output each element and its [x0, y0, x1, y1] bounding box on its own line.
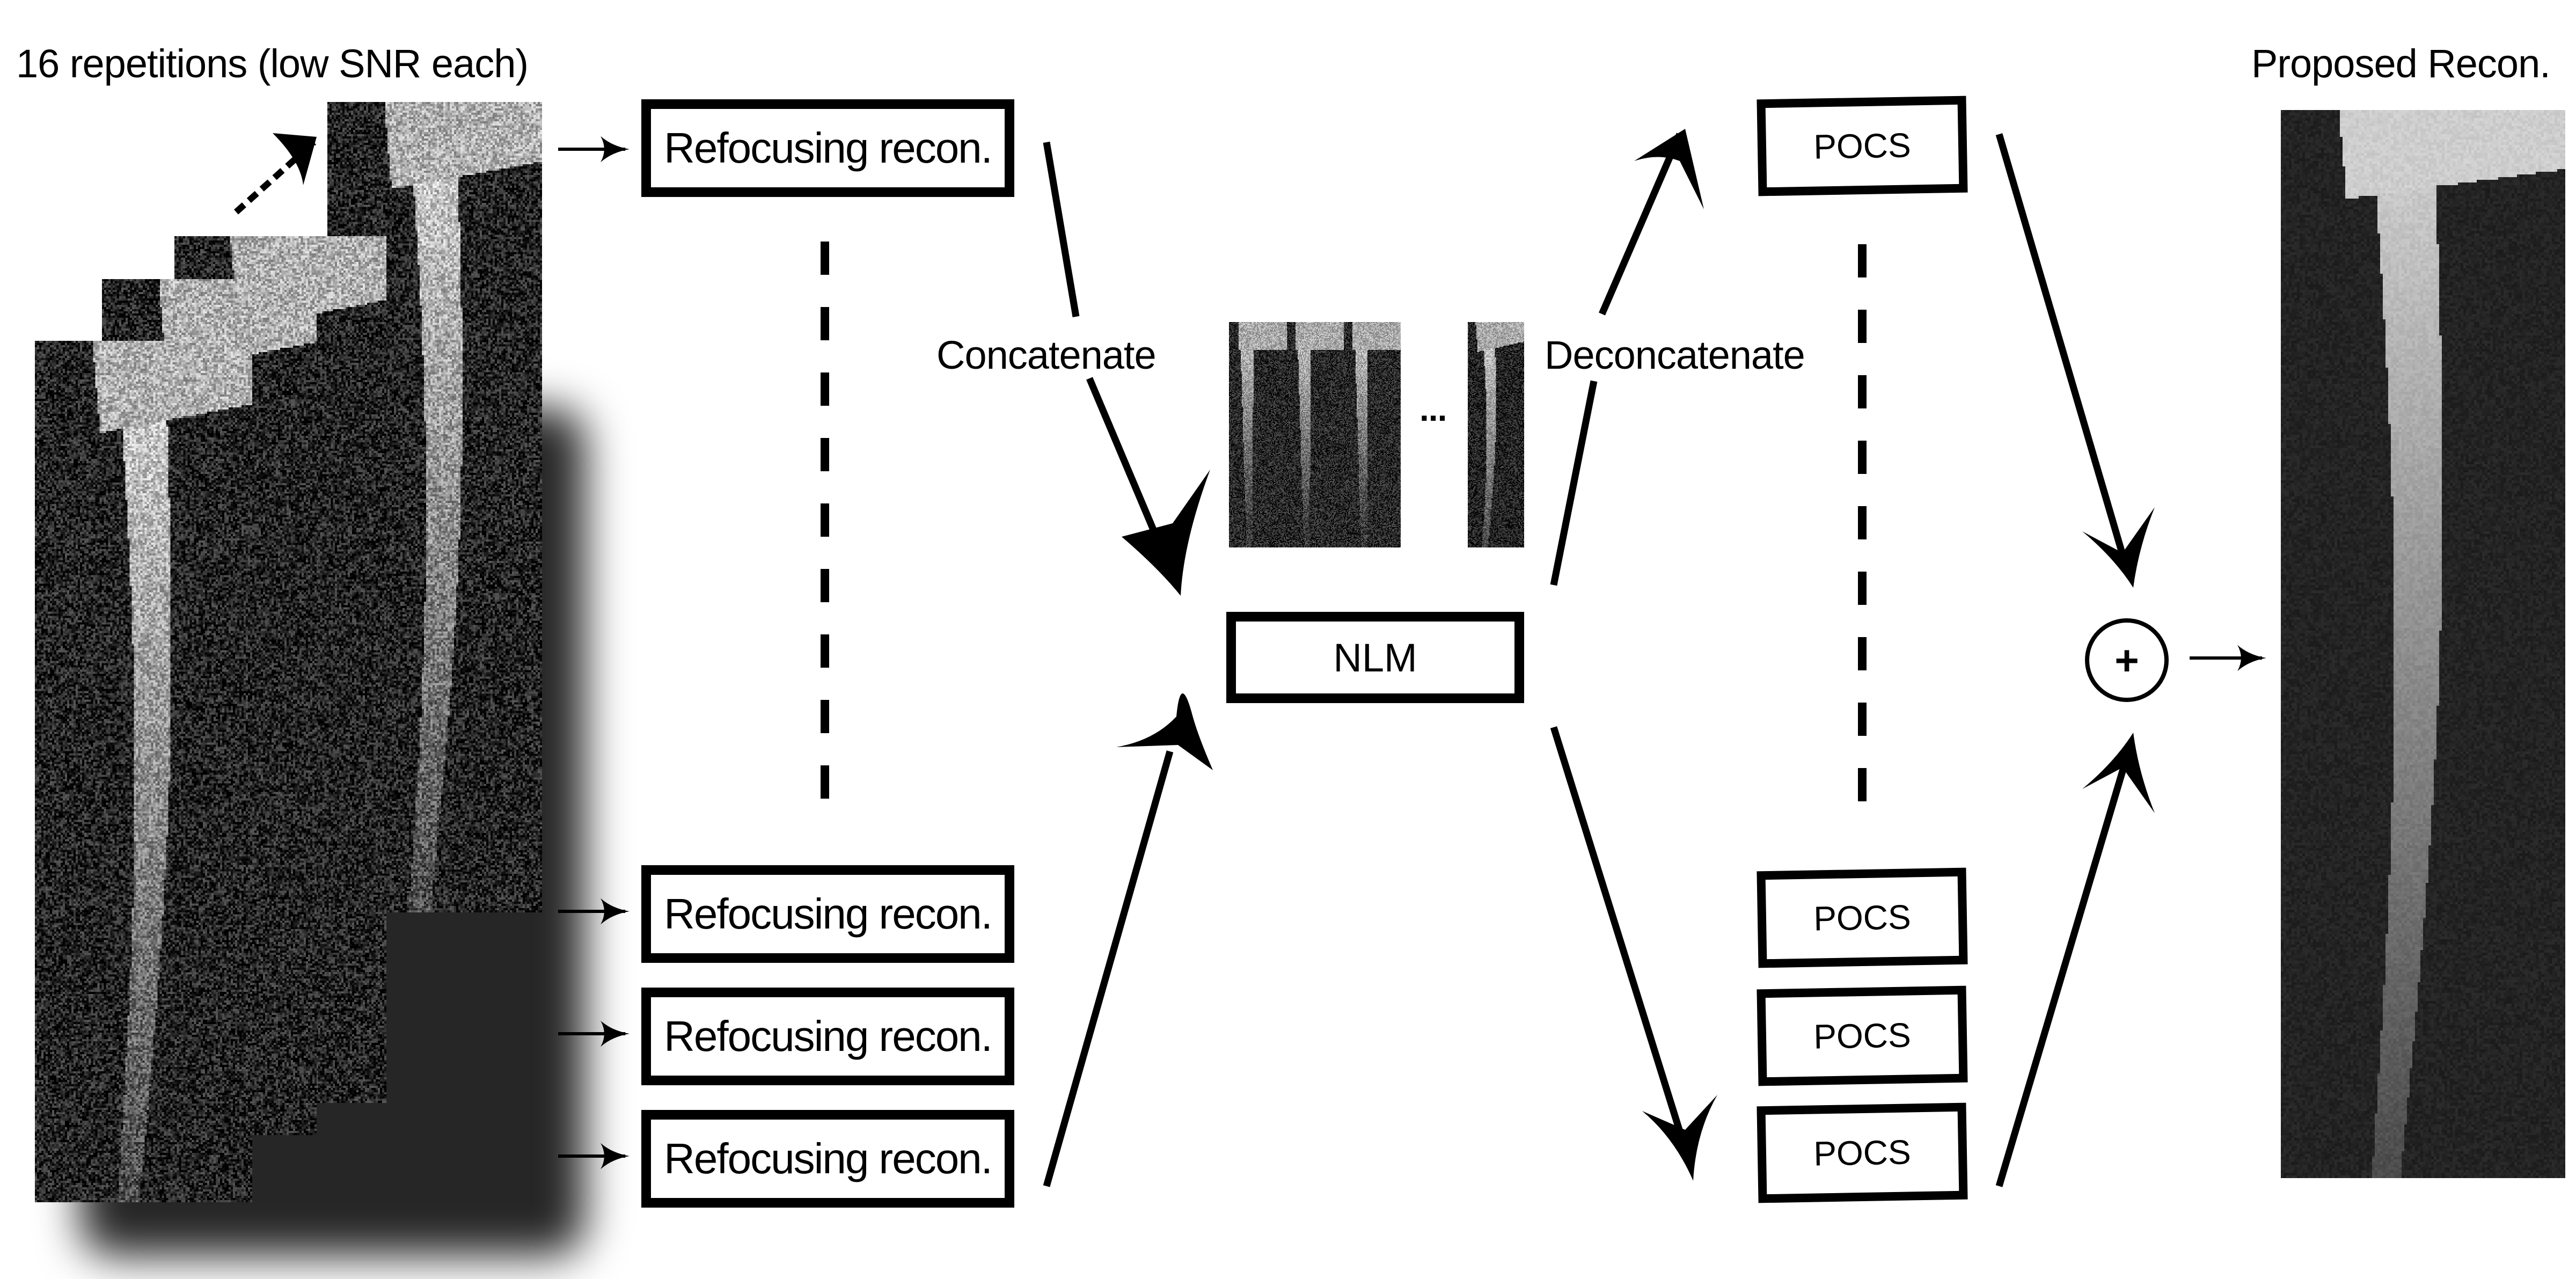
refocusing-recon-box-1: Refocusing recon.	[641, 99, 1014, 197]
proposed-recon-image	[2281, 110, 2565, 1178]
input-image-front	[35, 341, 252, 1202]
concatenated-image-strip	[1229, 322, 1401, 547]
refocusing-recon-box-2: Refocusing recon.	[641, 865, 1014, 963]
sum-operator-icon: +	[2085, 618, 2169, 702]
refocusing-recon-label: Refocusing recon.	[664, 1012, 993, 1060]
arrow-head-icon	[1642, 1095, 1717, 1181]
sum-arrow-top	[1995, 133, 2155, 588]
arrow-head-icon	[273, 133, 317, 185]
concatenate-arrow-bottom	[1043, 693, 1213, 1187]
refocusing-recon-label: Refocusing recon.	[664, 124, 993, 172]
arrow-head-icon	[1116, 693, 1213, 770]
ellipsis-label: ...	[1419, 390, 1447, 428]
arrow-head-icon	[2082, 733, 2155, 813]
output-title: Proposed Recon.	[2251, 41, 2551, 86]
concatenate-label: Concatenate	[936, 333, 1157, 377]
input-title: 16 repetitions (low SNR each)	[16, 41, 529, 86]
input-arrows	[558, 136, 630, 1170]
nlm-box: NLM	[1226, 612, 1524, 703]
arrow-head-icon	[2082, 507, 2155, 588]
refocusing-recon-label: Refocusing recon.	[664, 1135, 993, 1182]
refocusing-recon-box-4: Refocusing recon.	[641, 1110, 1014, 1208]
deconcatenate-label: Deconcatenate	[1545, 333, 1805, 377]
plus-symbol: +	[2114, 637, 2139, 684]
refocusing-recon-label: Refocusing recon.	[664, 890, 993, 938]
arrow-head-icon	[1122, 470, 1210, 596]
sum-arrow-bottom	[1995, 733, 2155, 1187]
refocusing-recon-box-3: Refocusing recon.	[641, 988, 1014, 1085]
concatenated-image-last	[1468, 322, 1524, 547]
deconcatenate-arrow-top	[1550, 129, 1704, 586]
arrow-head-icon	[1634, 129, 1704, 209]
deconcatenate-arrow-bottom	[1550, 726, 1717, 1181]
stack-depth-dotted-arrow	[233, 133, 317, 215]
nlm-label: NLM	[1333, 635, 1417, 680]
concatenate-arrow-top	[1043, 141, 1210, 596]
